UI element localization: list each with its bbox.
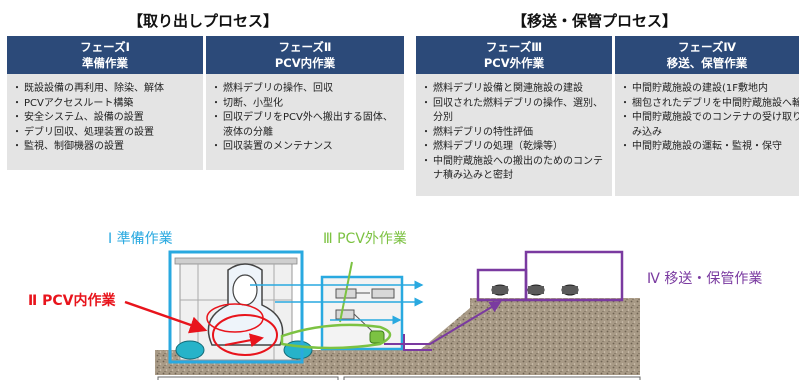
phase-3-item: 燃料デブリ設備と関連施設の建設 <box>421 82 606 97</box>
ground-base <box>155 360 640 375</box>
phase-1-title: フェーズⅠ <box>80 40 130 54</box>
phase-4-body: 中間貯蔵施設の建設(1F敷地内 梱包されたデブリを中間貯蔵施設へ輸送 中間貯蔵施… <box>615 74 799 196</box>
phase-4-item: 梱包されたデブリを中間貯蔵施設へ輸送 <box>620 97 799 112</box>
phase-4-item: 中間貯蔵施設でのコンテナの受け取りと積み込み <box>620 111 799 140</box>
phase-4-subtitle: 移送、保管作業 <box>666 56 748 70</box>
phase-2-item: 回収装置のメンテナンス <box>211 140 398 155</box>
phase-4-header: フェーズⅣ 移送、保管作業 <box>615 36 799 74</box>
phase-1-item: 安全システム、設備の設置 <box>12 111 197 126</box>
phase-3-title: フェーズⅢ <box>485 40 543 54</box>
phase-4-storage-facility <box>476 250 624 302</box>
phase-3-label: Ⅲ PCV外作業 <box>323 231 407 247</box>
phase-4-transfer-route <box>384 300 502 345</box>
phase-2-item: 回収デブリをPCV外へ搬出する固体、液体の分離 <box>211 111 398 140</box>
phase-3-body: 燃料デブリ設備と関連施設の建設 回収された燃料デブリの操作、選別、分別 燃料デブ… <box>416 74 612 196</box>
bracket-extraction <box>157 376 339 380</box>
phase-3-item: 燃料デブリの処理（乾燥等） <box>421 140 606 155</box>
phase-1-item: PCVアクセスルート構築 <box>12 97 197 112</box>
phase-1-body: 既設設備の再利用、除染、解体 PCVアクセスルート構築 安全システム、設備の設置… <box>7 74 203 170</box>
phase-3-highlight <box>280 323 392 350</box>
phase-4-item: 中間貯蔵施設の運転・監視・保守 <box>620 140 799 155</box>
phase-2-title: フェーズⅡ <box>278 40 332 54</box>
phase-3-subtitle: PCV外作業 <box>483 56 545 70</box>
phase-4-title: フェーズⅣ <box>677 40 737 54</box>
phase-2-header: フェーズⅡ PCV内作業 <box>206 36 404 74</box>
phase-1-item: 監視、制御機器の設置 <box>12 140 197 155</box>
phase-4-item: 中間貯蔵施設の建設(1F敷地内 <box>620 82 799 97</box>
phase-1-outline <box>168 250 304 364</box>
extraction-process-heading: 【取り出しプロセス】 <box>128 12 279 30</box>
phase-2-item: 燃料デブリの操作、回収 <box>211 82 398 97</box>
phase-2-highlight <box>212 314 278 356</box>
phase-1-item: デブリ回収、処理装置の設置 <box>12 126 197 141</box>
phase-4-label: Ⅳ 移送・保管作業 <box>647 271 763 287</box>
phase-3-header: フェーズⅢ PCV外作業 <box>416 36 612 74</box>
phase-2-subtitle: PCV内作業 <box>274 56 336 70</box>
phase-1-header: フェーズⅠ 準備作業 <box>7 36 203 74</box>
transfer-process-heading: 【移送・保管プロセス】 <box>512 12 678 30</box>
phase-3-item: 燃料デブリの特性評価 <box>421 126 606 141</box>
phase-2-pointer-arrow <box>124 300 208 334</box>
phase-2-label: Ⅱ PCV内作業 <box>28 293 116 309</box>
phase-1-item: 既設設備の再利用、除染、解体 <box>12 82 197 97</box>
phase-3-item: 回収された燃料デブリの操作、選別、分別 <box>421 97 606 126</box>
phase-2-item: 切断、小型化 <box>211 97 398 112</box>
phase-1-subtitle: 準備作業 <box>82 56 128 70</box>
phase-1-label: Ⅰ 準備作業 <box>108 231 173 247</box>
phase-3-item: 中間貯蔵施設への搬出のためのコンテナ積み込みと密封 <box>421 155 606 184</box>
phase-2-body: 燃料デブリの操作、回収 切断、小型化 回収デブリをPCV外へ搬出する固体、液体の… <box>206 74 404 170</box>
bracket-transfer <box>343 376 641 380</box>
